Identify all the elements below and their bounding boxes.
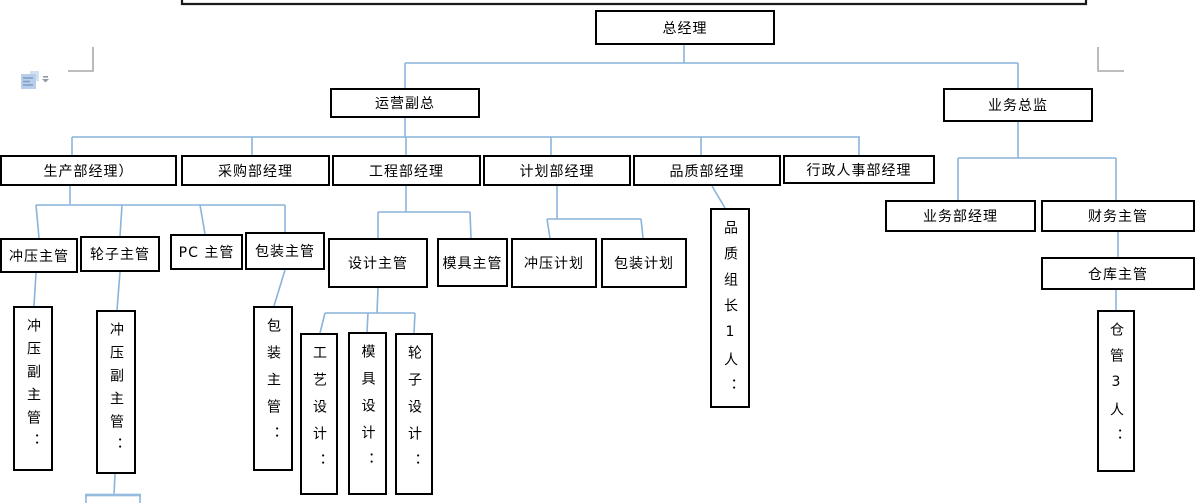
org-node-wheel-design[interactable]: 轮子设计：	[395, 333, 433, 495]
org-node-planning-manager[interactable]: 计划部经理	[483, 155, 631, 186]
org-node-label: 轮子主管	[90, 247, 150, 263]
org-node-label: 运营副总	[375, 96, 435, 112]
org-node-business-director[interactable]: 业务总监	[943, 88, 1093, 122]
org-node-purchasing-manager[interactable]: 采购部经理	[181, 155, 330, 186]
org-connectors	[33, 45, 1119, 503]
crop-mark-left	[68, 47, 94, 72]
org-node-label: 总经理	[662, 20, 708, 37]
org-node-label: 冲压主管	[9, 248, 69, 265]
org-node-label: 包装主管：	[265, 318, 281, 453]
org-node-label: 模具主管	[442, 255, 503, 272]
org-node-label: 品质部经理	[669, 163, 745, 180]
org-node-operations-vp[interactable]: 运营副总	[330, 88, 480, 118]
org-node-quality-manager[interactable]: 品质部经理	[633, 155, 781, 186]
org-node-label: 品质组长1人：	[722, 220, 738, 404]
org-node-stamping-supervisor[interactable]: 冲压主管	[0, 238, 78, 273]
org-node-label: PC 主管	[178, 245, 235, 261]
org-node-wheel-supervisor[interactable]: 轮子主管	[80, 236, 160, 272]
org-node-label: 业务总监	[988, 98, 1048, 114]
dropdown-arrow-icon	[42, 79, 49, 83]
org-node-label: 冲压副主管：	[108, 322, 124, 460]
org-node-packing-supervisor[interactable]: 包装主管	[245, 232, 325, 270]
org-node-label: 业务部经理	[923, 209, 998, 225]
org-node-label: 冲压计划	[524, 256, 584, 272]
org-node-admin-hr-manager[interactable]: 行政人事部经理	[783, 155, 935, 184]
org-node-general-manager[interactable]: 总经理	[595, 10, 775, 45]
cutoff-box-edge	[180, 0, 1088, 6]
org-node-label: 采购部经理	[218, 163, 293, 180]
org-node-warehouse-supervisor[interactable]: 仓库主管	[1041, 257, 1195, 290]
org-node-label: 仓库主管	[1088, 266, 1148, 283]
org-node-stamping-plan[interactable]: 冲压计划	[511, 238, 597, 288]
org-node-label: 设计主管	[348, 256, 408, 272]
org-node-business-dept-manager[interactable]: 业务部经理	[885, 200, 1036, 232]
org-node-finance-supervisor[interactable]: 财务主管	[1041, 200, 1195, 232]
org-node-label: 计划部经理	[519, 163, 595, 180]
org-node-label: 生产部经理）	[43, 163, 134, 180]
org-node-mold-supervisor[interactable]: 模具主管	[437, 238, 508, 287]
org-node-packing-plan[interactable]: 包装计划	[601, 238, 687, 288]
org-node-label: 工程部经理	[369, 163, 444, 180]
org-node-label: 轮子设计：	[406, 345, 422, 480]
org-node-production-manager[interactable]: 生产部经理）	[0, 155, 177, 186]
paste-options-icon[interactable]	[21, 71, 49, 89]
org-node-quality-leader[interactable]: 品质组长1人：	[710, 208, 750, 408]
org-node-packing-supervisor-vertical[interactable]: 包装主管：	[253, 306, 293, 471]
org-node-label: 包装计划	[614, 256, 674, 272]
org-node-label: 行政人事部经理	[806, 162, 912, 179]
org-node-stamping-deputy-2[interactable]: 冲压副主管：	[96, 310, 136, 474]
org-node-process-design[interactable]: 工艺设计：	[300, 333, 338, 495]
org-node-stamping-deputy-1[interactable]: 冲压副主管：	[13, 306, 53, 471]
org-node-design-supervisor[interactable]: 设计主管	[328, 238, 428, 288]
org-node-label: 模具设计：	[359, 344, 376, 479]
org-node-mold-design[interactable]: 模具设计：	[348, 332, 387, 495]
org-node-warehouse-keepers[interactable]: 仓管3人：	[1097, 310, 1135, 472]
org-node-label: 冲压副主管：	[25, 318, 41, 456]
org-node-label: 财务主管	[1088, 209, 1148, 225]
org-node-pc-supervisor[interactable]: PC 主管	[170, 234, 243, 270]
org-node-label: 包装主管	[255, 244, 315, 260]
org-node-engineering-manager[interactable]: 工程部经理	[332, 155, 481, 186]
org-node-label: 仓管3人：	[1108, 322, 1124, 454]
crop-mark-right	[1097, 47, 1124, 72]
org-node-label: 工艺设计：	[311, 345, 327, 480]
